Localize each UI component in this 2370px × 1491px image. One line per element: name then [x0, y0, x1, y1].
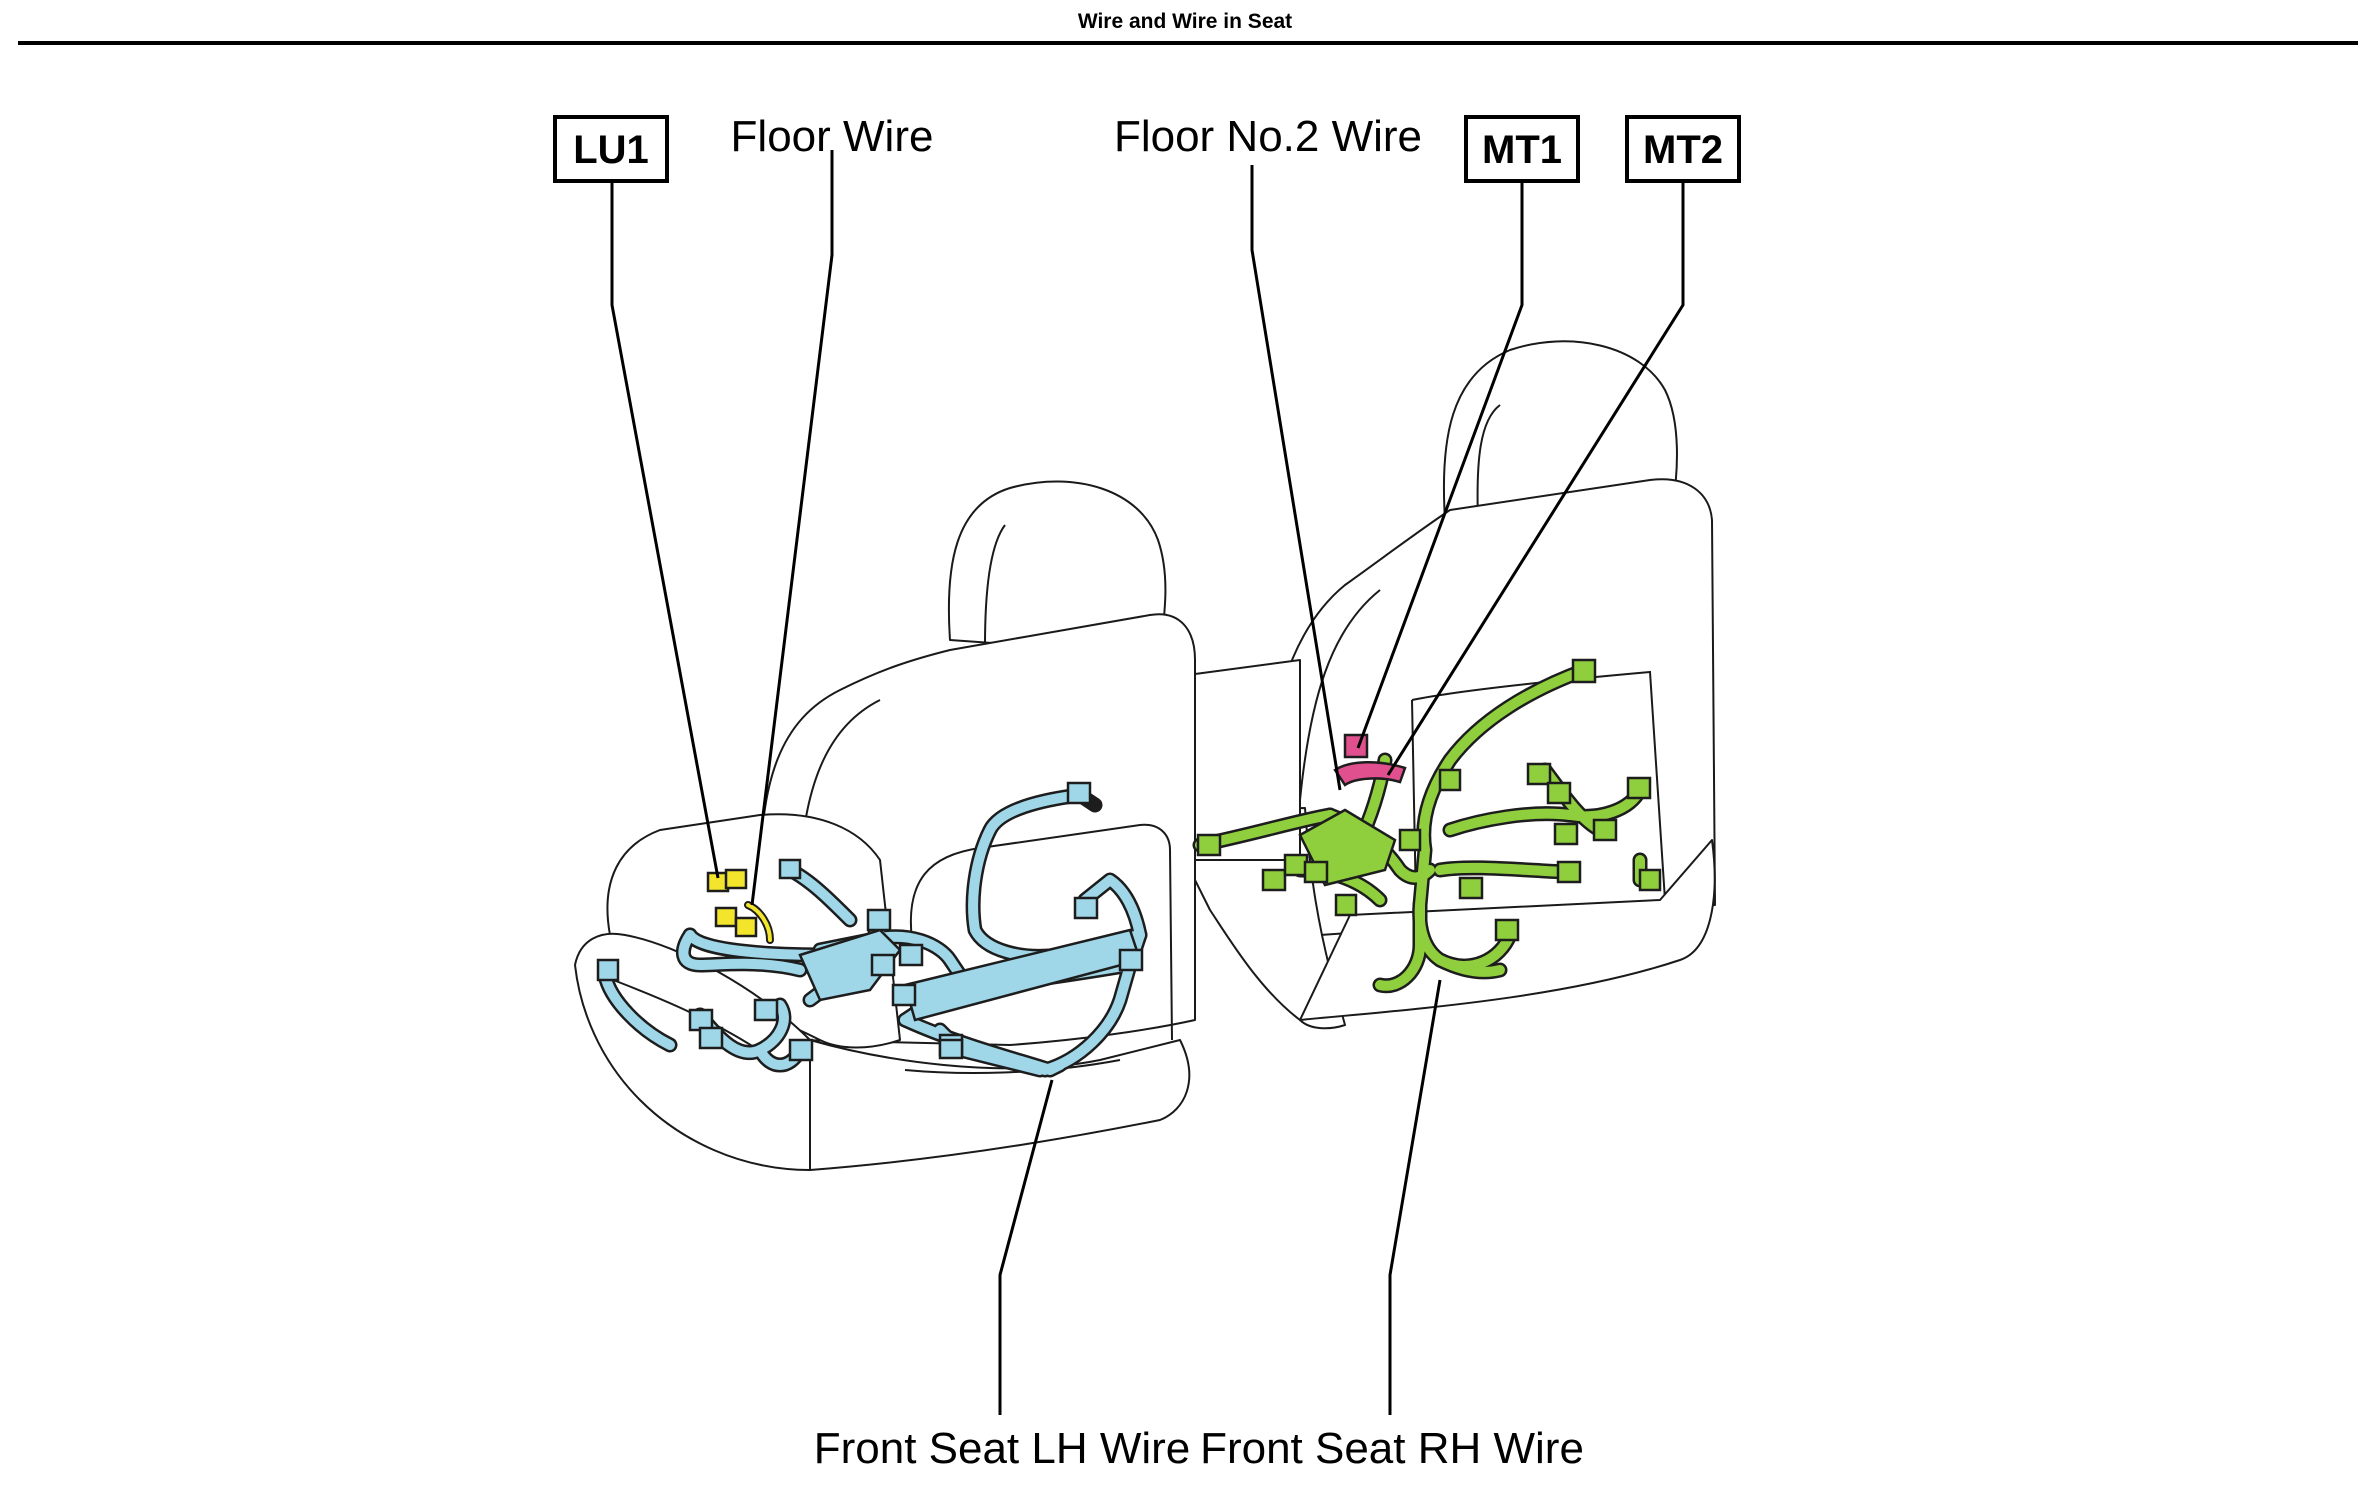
lu1-label: LU1	[573, 128, 649, 172]
title-divider	[18, 41, 2358, 45]
wire-labels: Floor Wire Floor No.2 Wire Front Seat LH…	[731, 112, 1584, 1473]
floor-no2-wire-leader	[1250, 165, 1342, 791]
lu1-box	[553, 115, 669, 183]
page-title: Wire and Wire in Seat	[1077, 10, 1293, 33]
mt1-leader	[1356, 181, 1524, 749]
connector-labels: LU1 MT1 MT2	[553, 115, 1741, 183]
mt2-box	[1625, 115, 1741, 183]
mt2-label: MT2	[1643, 128, 1723, 172]
front-seat-rh-leader	[1388, 979, 1442, 1415]
front-seat-lh-harness	[596, 781, 1148, 1078]
front-seat-rh-wire-label: Front Seat RH Wire	[1200, 1424, 1584, 1473]
front-seat-lh-leader	[998, 1079, 1054, 1415]
front-seat-lh-wire-label: Front Seat LH Wire	[814, 1424, 1191, 1473]
lu1-leader	[610, 181, 720, 879]
floor-wire-leader	[750, 150, 834, 906]
floor-no2-wire-label: Floor No.2 Wire	[1114, 112, 1422, 161]
mt1-box	[1464, 115, 1580, 183]
front-seat-rh-harness	[1192, 658, 1662, 994]
mt2-leader	[1386, 181, 1685, 776]
lh-seat	[574, 480, 1301, 1171]
floor-wire-label: Floor Wire	[731, 112, 934, 161]
mt1-label: MT1	[1482, 128, 1562, 172]
leader-lines	[610, 150, 1685, 1415]
